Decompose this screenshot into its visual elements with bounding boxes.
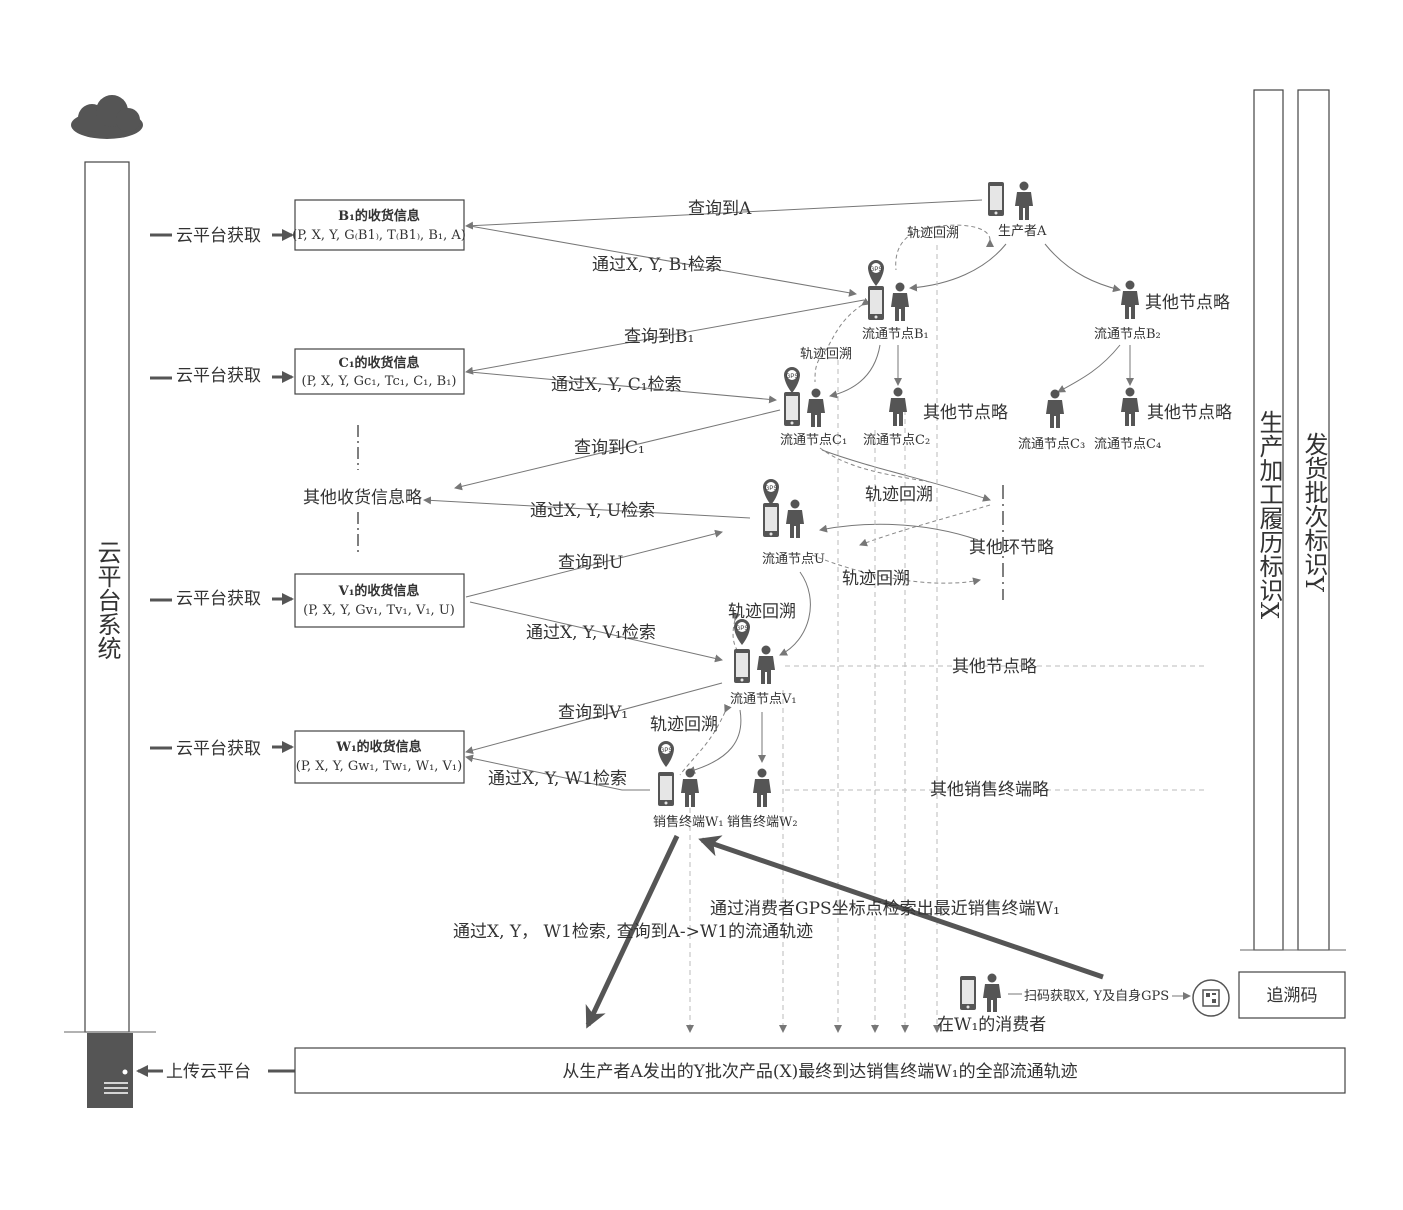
edge-search-c1: 通过X, Y, C₁检索: [551, 375, 682, 395]
edge-query-a: 查询到A: [688, 199, 752, 219]
production-id-bar: [1253, 89, 1284, 951]
info-box-title: C₁的收货信息: [338, 355, 419, 371]
qr-code-icon: [1192, 979, 1230, 1017]
server-icon: [87, 1033, 133, 1108]
info-box-fields: (P, X, Y, Gc₁, Tc₁, C₁, B₁): [302, 374, 457, 389]
trace-code-label: 追溯码: [1267, 986, 1318, 1006]
gps-badge: GPS: [736, 626, 749, 632]
other-nodes-label: 其他节点略: [923, 403, 1008, 423]
trace-code-box: 追溯码: [1238, 971, 1346, 1019]
node-label: 销售终端W₁: [653, 814, 724, 830]
cloud-fetch-label: 云平台获取: [176, 366, 261, 386]
edge-search-w1: 通过X, Y, W1检索: [488, 769, 627, 789]
trace-label: 轨迹回溯: [842, 569, 910, 589]
node-label: 在W₁的消费者: [937, 1015, 1046, 1035]
node-b2: 流通节点B₂ 其他节点略: [1094, 280, 1230, 342]
edge-query-b1: 查询到B₁: [624, 327, 694, 347]
edge-search-b1: 通过X, Y, B₁检索: [592, 255, 722, 275]
gps-badge: GPS: [870, 267, 883, 273]
fetch-row-b1: 云平台获取: [150, 226, 294, 246]
trace-label: 轨迹回溯: [728, 602, 796, 622]
info-box-c1: C₁的收货信息 (P, X, Y, Gc₁, Tc₁, C₁, B₁): [294, 348, 465, 395]
cloud-system-bar: [84, 161, 130, 1033]
producer-node: 生产者A: [988, 181, 1047, 239]
node-label: 流通节点B₁: [862, 327, 929, 342]
trace-label: 轨迹回溯: [865, 485, 933, 505]
node-label: 流通节点C₃: [1018, 437, 1085, 452]
info-box-fields: (P, X, Y, G₍B1₎, T₍B1₎, B₁, A): [292, 228, 466, 243]
info-box-title: B₁的收货信息: [338, 208, 420, 224]
fetch-row-v1: 云平台获取: [150, 589, 294, 609]
scan-label: 扫码获取X, Y及自身GPS: [1024, 988, 1169, 1004]
other-nodes-label: 其他节点略: [952, 657, 1037, 677]
trace-label: 轨迹回溯: [907, 225, 959, 241]
node-c1: GPS 流通节点C₁: [780, 367, 847, 448]
gps-search-label: 通过消费者GPS坐标点检索出最近销售终端W₁: [710, 899, 1060, 919]
cloud-fetch-label: 云平台获取: [176, 226, 261, 246]
trace-label: 轨迹回溯: [800, 346, 852, 362]
other-nodes-label: 其他节点略: [1147, 403, 1232, 423]
consumer-node: 在W₁的消费者: [937, 973, 1046, 1035]
node-b1: GPS 流通节点B₁: [862, 260, 929, 342]
info-box-fields: (P, X, Y, Gw₁, Tw₁, W₁, V₁): [296, 759, 462, 774]
info-box-title: W₁的收货信息: [335, 739, 421, 755]
node-label: 流通节点B₂: [1094, 327, 1161, 342]
info-box-w1: W₁的收货信息 (P, X, Y, Gw₁, Tw₁, W₁, V₁): [294, 730, 465, 784]
node-label: 流通节点V₁: [730, 692, 797, 707]
result-bar: 从生产者A发出的Y批次产品(X)最终到达销售终端W₁的全部流通轨迹: [294, 1047, 1346, 1094]
fetch-row-c1: 云平台获取: [150, 366, 294, 386]
node-u: GPS 流通节点U: [762, 479, 825, 567]
result-bar-label: 从生产者A发出的Y批次产品(X)最终到达销售终端W₁的全部流通轨迹: [562, 1062, 1077, 1082]
cloud-system-label: 云平台系统: [93, 540, 121, 660]
fetch-row-w1: 云平台获取: [150, 739, 294, 759]
cloud-fetch-label: 云平台获取: [176, 739, 261, 759]
edge-search-u: 通过X, Y, U检索: [530, 501, 655, 521]
gps-badge: GPS: [765, 486, 778, 492]
info-box-b1: B₁的收货信息 (P, X, Y, G₍B1₎, T₍B1₎, B₁, A): [292, 199, 466, 251]
node-label: 生产者A: [998, 224, 1047, 239]
edge-query-u: 查询到U: [558, 553, 623, 573]
edge-query-v1: 查询到V₁: [558, 703, 628, 723]
edge-search-v1: 通过X, Y, V₁检索: [526, 623, 656, 643]
edge-query-c1: 查询到C₁: [574, 438, 645, 458]
gps-badge: GPS: [660, 748, 673, 754]
production-id-label: 生产加工履历标识X: [1255, 410, 1283, 619]
shipping-id-label: 发货批次标识Y: [1300, 432, 1328, 593]
other-terminals-label: 其他销售终端略: [930, 780, 1049, 800]
node-label: 流通节点C₁: [780, 433, 847, 448]
other-info-label: 其他收货信息略: [303, 488, 422, 508]
cloud-fetch-label: 云平台获取: [176, 589, 261, 609]
other-nodes-label: 其他节点略: [1145, 293, 1230, 313]
other-links-label: 其他环节略: [969, 538, 1054, 558]
node-label: 流通节点C₄: [1094, 437, 1161, 452]
trace-down-lines: [686, 245, 941, 1033]
node-w1: GPS 销售终端W₁: [653, 741, 724, 830]
node-c3: 流通节点C₃: [1018, 389, 1085, 452]
upload-label: 上传云平台: [166, 1062, 251, 1082]
node-label: 销售终端W₂: [727, 814, 798, 830]
full-search-label: 通过X, Y， W1检索, 查询到A->W1的流通轨迹: [453, 922, 813, 942]
node-v1: GPS 流通节点V₁: [730, 619, 797, 707]
info-box-title: V₁的收货信息: [338, 583, 420, 599]
gps-badge: GPS: [786, 374, 799, 380]
node-c4: 流通节点C₄ 其他节点略: [1094, 387, 1232, 452]
info-box-fields: (P, X, Y, Gv₁, Tv₁, V₁, U): [303, 603, 455, 618]
trace-label: 轨迹回溯: [650, 715, 718, 735]
node-w2: 销售终端W₂: [727, 768, 798, 830]
info-box-v1: V₁的收货信息 (P, X, Y, Gv₁, Tv₁, V₁, U): [294, 573, 465, 628]
node-label: 流通节点C₂: [863, 433, 930, 448]
node-label: 流通节点U: [762, 552, 825, 567]
cloud-icon: [71, 95, 143, 139]
node-c2: 流通节点C₂ 其他节点略: [863, 387, 1008, 448]
